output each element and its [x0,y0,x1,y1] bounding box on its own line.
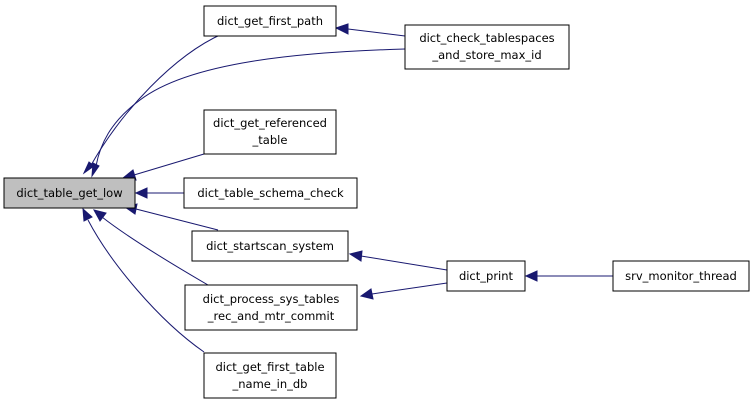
node-label: dict_table_schema_check [197,186,344,200]
edge-first-path-to-table-get-low [82,33,223,175]
node-dict-print[interactable]: dict_print [446,260,526,292]
node-label: srv_monitor_thread [625,269,737,283]
node-dict-table-schema-check[interactable]: dict_table_schema_check [183,177,358,209]
node-dict-check-tablespaces[interactable]: dict_check_tablespaces _and_store_max_id [404,24,570,70]
node-label: dict_table_get_low [16,186,122,200]
node-label-line-2: _table [252,133,288,147]
edge-dict-print-to-startscan [348,250,448,271]
edge-process-sys-tables-to-table-get-low [93,209,209,286]
node-dict-get-first-path[interactable]: dict_get_first_path [203,5,337,37]
node-label-line-2: _and_store_max_id [431,48,541,62]
node-dict-process-sys-tables[interactable]: dict_process_sys_tables _rec_and_mtr_com… [184,284,358,331]
node-label-line-1: dict_process_sys_tables [203,292,340,306]
edge-dict-print-to-process-sys-tables [359,282,448,300]
node-label-line-1: dict_get_referenced [213,116,327,130]
edge-first-table-name-to-table-get-low [82,207,205,353]
node-label: dict_get_first_path [217,14,323,28]
node-srv-monitor-thread[interactable]: srv_monitor_thread [612,260,750,292]
node-dict-get-first-table-name[interactable]: dict_get_first_table _name_in_db [203,352,337,399]
edge-schema-check-to-table-get-low [134,187,184,199]
edge-referenced-table-to-table-get-low [121,153,205,181]
node-label-line-2: _name_in_db [232,377,308,391]
node-label: dict_print [459,269,514,283]
node-label-line-1: dict_check_tablespaces [419,31,554,45]
node-label-line-1: dict_get_first_table [215,360,324,374]
node-label-line-2: _rec_and_mtr_commit [207,309,335,323]
node-label: dict_startscan_system [206,239,334,253]
node-dict-get-referenced-table[interactable]: dict_get_referenced _table [203,109,337,155]
node-dict-startscan-system[interactable]: dict_startscan_system [191,230,349,262]
edge-check-tablespaces-to-table-get-low [91,48,406,178]
edge-check-tablespaces-to-first-path [334,23,406,37]
node-dict-table-get-low[interactable]: dict_table_get_low [3,177,136,209]
edge-srv-monitor-to-dict-print [524,270,613,282]
